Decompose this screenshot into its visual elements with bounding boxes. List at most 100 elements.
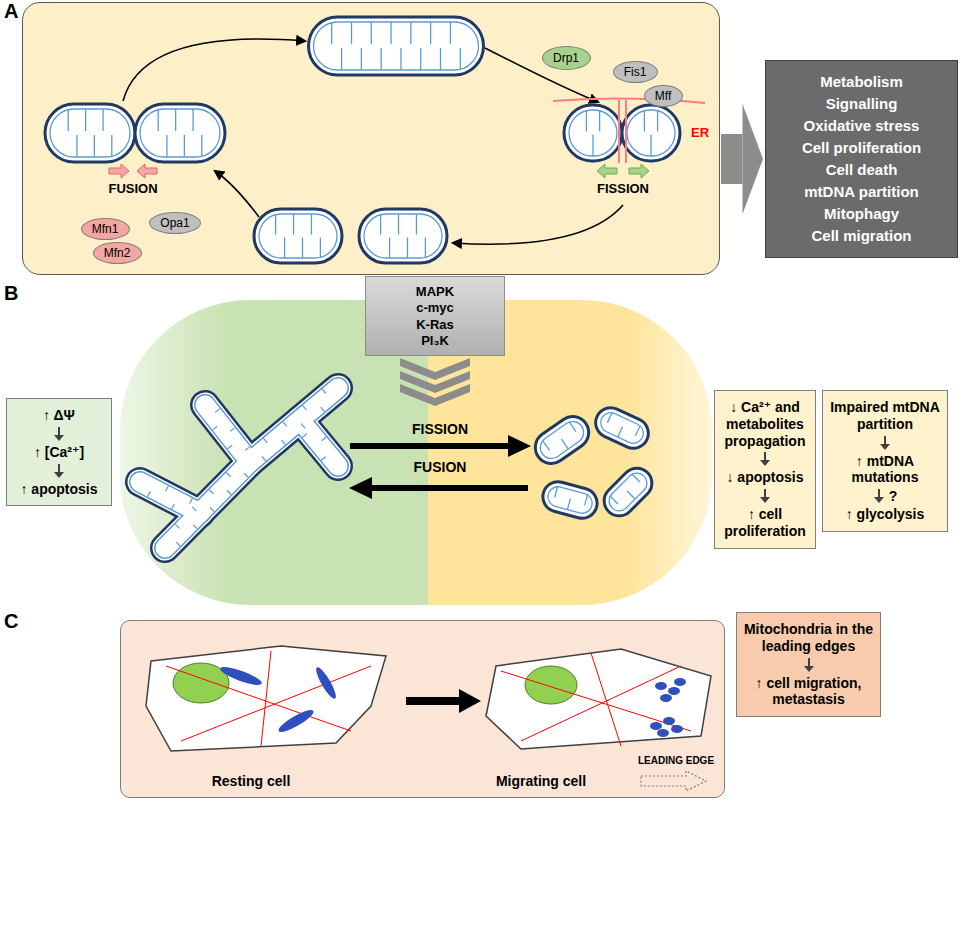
- graphic-part: [407, 237, 408, 258]
- graphic-part: [215, 409, 220, 413]
- graphic-part: [660, 694, 672, 702]
- graphic-part: [300, 420, 338, 466]
- graphic-part: [351, 22, 352, 44]
- graphic-part: [585, 494, 588, 505]
- fusion-arrow: [137, 164, 157, 178]
- box-text: PI₃K: [421, 333, 449, 349]
- box-text: Metabolism: [820, 73, 903, 91]
- graphic-part: [564, 105, 622, 161]
- mitochondrion: [276, 707, 316, 736]
- graphic-part: [314, 22, 479, 70]
- graphic-part: [227, 490, 231, 494]
- graphic-part: [627, 491, 635, 499]
- graphic-part: [300, 420, 338, 466]
- graphic-part: [148, 491, 151, 496]
- mitochondrion: [309, 17, 484, 75]
- graphic-part: [627, 110, 675, 156]
- graphic-part: [674, 678, 686, 686]
- graphic-part: [210, 507, 214, 511]
- graphic-part: [597, 409, 646, 446]
- graphic-part: [721, 134, 743, 184]
- graphic-part: [542, 440, 549, 450]
- graphic-part: [140, 482, 200, 513]
- graphic-part: [158, 109, 159, 131]
- graphic-part: [420, 48, 421, 70]
- box-text: ↑ [Ca²⁺]: [34, 444, 84, 461]
- graphic-part: [878, 489, 880, 498]
- box-text: ↑ cell proliferation: [719, 506, 811, 540]
- mitochondrion: [45, 104, 135, 162]
- mitochondrion: [540, 478, 601, 521]
- direction-arrow: [641, 771, 706, 791]
- mitochondria-cluster: [650, 678, 686, 737]
- block-arrow: [721, 104, 763, 214]
- graphic-part: [58, 464, 60, 473]
- graphic-part: [165, 388, 338, 548]
- box-text: ↑ glycolysis: [846, 506, 925, 523]
- arrow-head: [508, 435, 531, 457]
- graphic-part: [389, 237, 390, 258]
- graphic-part: [668, 687, 680, 695]
- cycle-arrow: [123, 39, 305, 101]
- er-tubule: [619, 100, 626, 163]
- mitochondrial-network: [140, 388, 338, 548]
- graphic-part: [192, 507, 196, 511]
- arrow-head: [459, 689, 481, 713]
- protein-name: Fis1: [624, 65, 647, 79]
- graphic-part: [561, 439, 568, 449]
- graphic-part: [209, 490, 213, 494]
- fission-arrow: [350, 443, 512, 449]
- graphic-part: [569, 422, 576, 432]
- graphic-part: [254, 209, 342, 263]
- graphic-part: [569, 110, 617, 156]
- graphic-part: [175, 109, 176, 131]
- mitochondrion: [598, 462, 658, 522]
- graphic-part: [245, 447, 250, 451]
- graphic-part: [607, 412, 612, 422]
- box-text: ↓ Ca²⁺ and metabolites propagation: [719, 399, 811, 449]
- graphic-part: [259, 214, 337, 258]
- graphic-part: [655, 682, 667, 690]
- graphic-part: [193, 525, 197, 529]
- graphic-part: [622, 105, 680, 161]
- graphic-part: [884, 436, 886, 445]
- cytoskeleton: [261, 651, 271, 746]
- mitochondria: [45, 17, 680, 263]
- protein-name: Opa1: [160, 216, 189, 230]
- text-box: MAPKc-mycK-RasPI₃K: [365, 276, 505, 356]
- box-text: MAPK: [416, 284, 454, 300]
- graphic-part: [605, 469, 651, 515]
- graphic-part: [760, 460, 770, 466]
- protein-oval: Opa1: [149, 212, 201, 234]
- text-box: MetabolismSignallingOxidative stressCell…: [765, 60, 958, 258]
- box-text: ↑ ΔΨ: [43, 407, 75, 424]
- protein-oval: Drp1: [542, 46, 591, 70]
- mitochondrion: [219, 664, 264, 688]
- graphic-part: [140, 482, 200, 513]
- graphic-part: [331, 22, 332, 44]
- graphic-part: [111, 135, 112, 157]
- box-text: ↑ apoptosis: [20, 481, 97, 498]
- graphic-part: [140, 109, 220, 157]
- graphic-part: [226, 473, 230, 477]
- graphic-part: [76, 135, 77, 157]
- mitochondrion: [564, 105, 622, 161]
- graphic-part: [663, 717, 675, 725]
- fission-arrow: [629, 164, 649, 178]
- mitochondrion: [591, 403, 654, 453]
- flow-arrow: [53, 463, 65, 479]
- graphic-part: [300, 420, 338, 466]
- graphic-part: [94, 135, 95, 157]
- mitochondrion: [529, 410, 595, 469]
- text-box: ↑ ΔΨ ↑ [Ca²⁺] ↑ apoptosis: [6, 398, 112, 506]
- graphic-part: [390, 22, 391, 44]
- resting-cell: [146, 646, 386, 751]
- graphic-part: [880, 444, 890, 450]
- graphic-part: [58, 427, 60, 436]
- graphic-part: [359, 209, 447, 263]
- graphic-part: [54, 435, 64, 441]
- graphic-part: [166, 486, 169, 491]
- graphic-part: [321, 407, 325, 412]
- graphic-part: [440, 48, 441, 70]
- graphic-part: [85, 109, 86, 131]
